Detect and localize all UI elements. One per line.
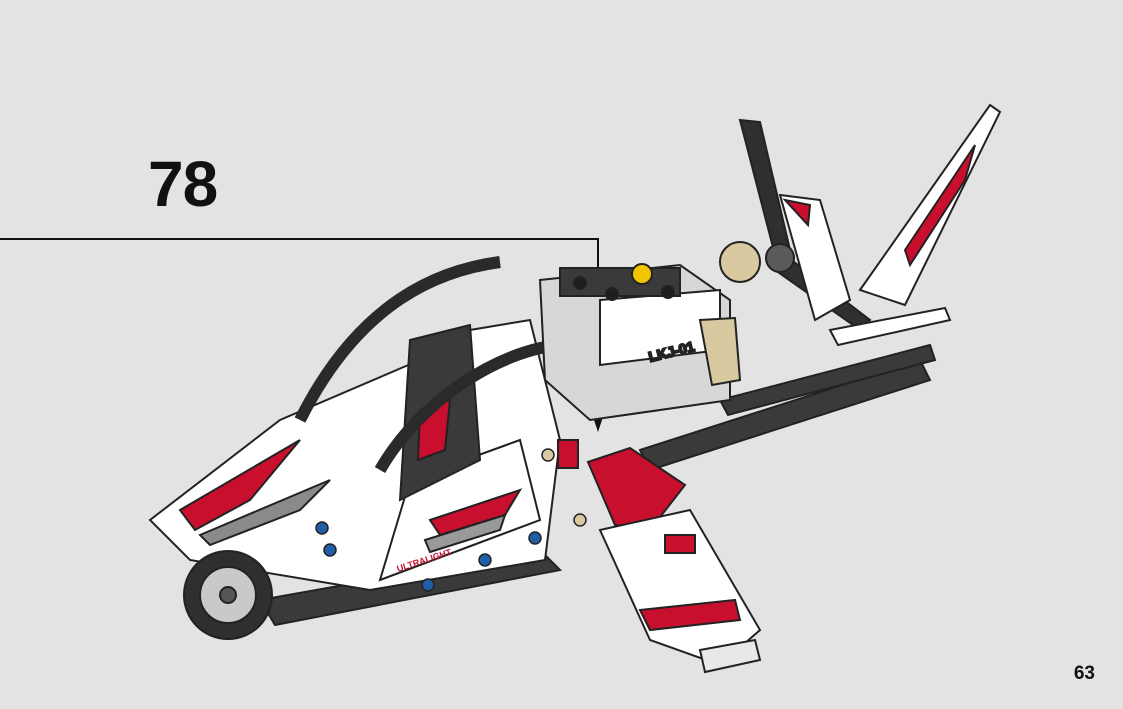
wheel (184, 551, 272, 639)
page-number: 63 (1074, 663, 1095, 685)
tail-fin (780, 105, 1000, 345)
engine-block: LKJ-01 (540, 264, 740, 420)
landing-skid (600, 510, 760, 672)
